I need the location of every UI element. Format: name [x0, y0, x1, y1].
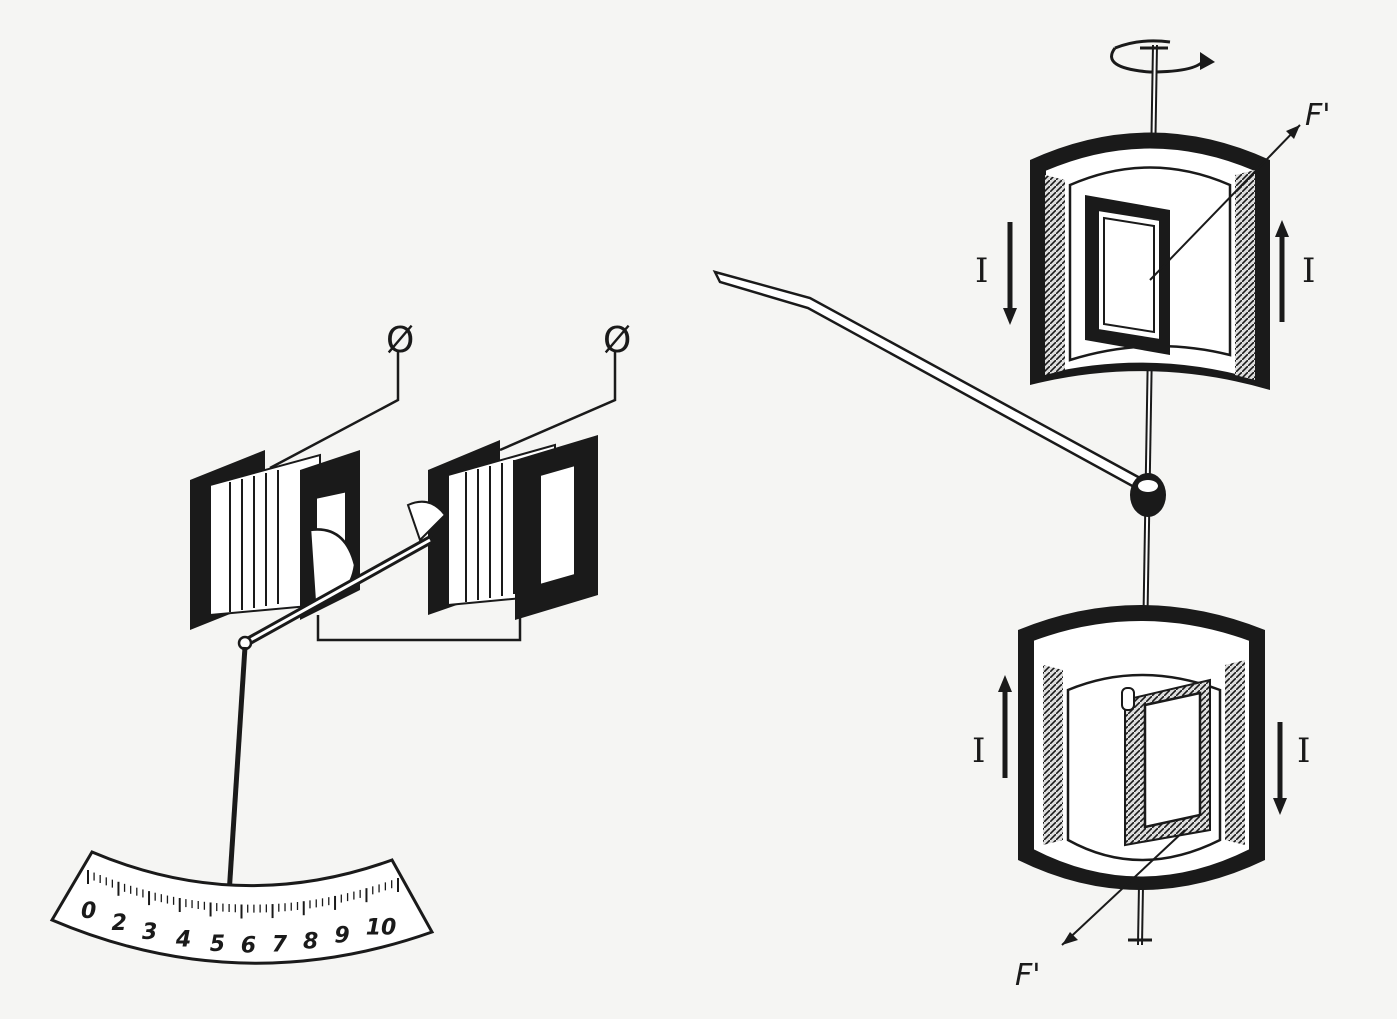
scale-label: 3: [142, 920, 157, 945]
pointer-arm: [712, 270, 1166, 517]
scale-label: 2: [111, 911, 126, 936]
terminal-symbol-left: Ø: [386, 320, 414, 361]
coil-right: [428, 435, 598, 620]
upper-moving-coil: [1085, 195, 1170, 355]
coil-right-windings: [465, 460, 515, 602]
scale-label: 4: [175, 928, 191, 953]
current-label-upper-left: I: [975, 251, 988, 291]
left-assembly: Ø Ø: [49, 320, 631, 965]
current-label-upper-right: I: [1302, 251, 1315, 291]
pointer-needle: [225, 646, 248, 911]
lower-moving-coil: [1121, 678, 1211, 847]
scale-label: 7: [272, 933, 288, 958]
current-label-lower-right: I: [1297, 731, 1310, 771]
force-arrow-lower: [1061, 829, 1186, 946]
terminal-symbol-right: Ø: [603, 320, 631, 361]
terminal-wires: [269, 350, 617, 642]
force-label-lower: F': [1015, 958, 1041, 993]
current-arrow-upper-left: [1003, 222, 1017, 325]
rotation-arrow-icon: [1110, 47, 1207, 74]
scale-label: 5: [210, 932, 225, 957]
scale-label: 8: [303, 929, 318, 954]
pointer-hub: [1130, 473, 1166, 517]
scale-ticks: [87, 870, 399, 919]
scale-label: 10: [366, 915, 397, 940]
force-arrow-upper: [1149, 124, 1301, 281]
current-arrow-lower-left: [998, 675, 1012, 778]
scale-label: 6: [241, 934, 256, 959]
coil-left-windings: [229, 470, 279, 612]
moving-iron-vane-back: [406, 500, 447, 542]
current-arrow-upper-right: [1275, 220, 1289, 322]
force-label-upper: F': [1305, 98, 1331, 133]
current-label-lower-left: I: [972, 731, 985, 771]
scale-label: 9: [334, 924, 349, 949]
current-arrow-lower-right: [1273, 722, 1287, 815]
scale-label: 0: [81, 899, 96, 924]
right-assembly: F' F' I I I I: [712, 39, 1331, 993]
